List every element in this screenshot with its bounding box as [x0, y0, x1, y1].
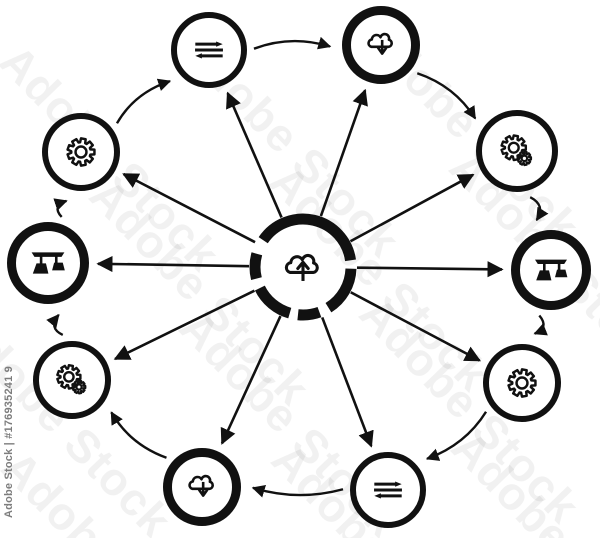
- server-stack-icon: [31, 252, 65, 274]
- center-ring-segment: [297, 306, 322, 321]
- cloud-download-icon: [188, 474, 214, 497]
- outer-nodes: [7, 6, 591, 528]
- node-ring: [483, 344, 561, 422]
- spoke-arrow-to-node-5: [350, 291, 482, 362]
- server-stack-icon: [535, 259, 568, 281]
- node-ring: [511, 230, 591, 310]
- node-ring: [33, 341, 111, 419]
- spoke-arrow-to-node-4: [356, 261, 504, 278]
- spoke-arrow-to-node-3: [349, 173, 475, 243]
- node-server-resources-4[interactable]: [511, 230, 591, 310]
- center-ring-segment: [325, 268, 357, 313]
- node-server-resources-9[interactable]: [7, 222, 89, 304]
- spoke-connectors: [96, 88, 504, 448]
- exchange-arrows-icon: [374, 481, 402, 499]
- node-ring: [342, 6, 420, 84]
- node-configuration-3[interactable]: [476, 110, 558, 192]
- perimeter-arrow-5: [425, 411, 488, 461]
- node-ring: [7, 222, 89, 304]
- node-ring: [350, 452, 426, 528]
- node-background: [515, 234, 587, 306]
- spoke-arrow-to-node-8: [113, 289, 256, 361]
- spoke-arrow-to-node-6: [321, 316, 374, 448]
- node-cloud-download-7[interactable]: [163, 448, 241, 526]
- single-gear-icon: [507, 368, 537, 398]
- node-background: [486, 347, 558, 419]
- node-ring: [163, 448, 241, 526]
- perimeter-arrow-2: [416, 72, 477, 120]
- center-ring-segment: [254, 285, 292, 319]
- spoke-arrow-to-node-2: [319, 88, 368, 217]
- node-configuration-8[interactable]: [33, 341, 111, 419]
- node-settings-10[interactable]: [42, 113, 120, 191]
- center-node-cloud-upload-hub[interactable]: [249, 213, 357, 321]
- center-hub: [249, 213, 357, 321]
- spoke-arrow-to-node-1: [226, 91, 283, 218]
- spoke-arrow-to-node-9: [96, 255, 250, 273]
- perimeter-arrow-10: [115, 78, 172, 124]
- spoke-arrow-to-node-7: [220, 315, 282, 445]
- node-background: [45, 116, 117, 188]
- perimeter-arrow-9: [53, 198, 68, 218]
- node-ring: [42, 113, 120, 191]
- perimeter-arrow-8: [46, 313, 64, 337]
- center-ring-segment: [249, 252, 263, 280]
- node-cloud-download-2[interactable]: [342, 6, 420, 84]
- exchange-arrows-icon: [195, 41, 223, 59]
- node-data-exchange-6[interactable]: [350, 452, 426, 528]
- double-gears-icon: [500, 134, 533, 167]
- node-background: [11, 226, 85, 300]
- node-data-exchange-1[interactable]: [171, 12, 247, 88]
- single-gear-icon: [66, 137, 96, 167]
- perimeter-arrow-1: [253, 36, 332, 50]
- node-ring: [476, 110, 558, 192]
- perimeter-arrow-4: [533, 314, 548, 336]
- perimeter-connectors: [46, 36, 549, 498]
- center-ring-segment: [258, 213, 356, 262]
- stock-watermark-text: Adobe Stock | #176935241 9: [3, 366, 15, 518]
- perimeter-arrow-7: [110, 411, 167, 459]
- node-ring: [171, 12, 247, 88]
- double-gears-icon: [56, 363, 87, 395]
- cloud-download-icon: [367, 32, 393, 55]
- perimeter-arrow-6: [251, 485, 344, 498]
- node-settings-5[interactable]: [483, 344, 561, 422]
- cloud-upload-icon: [284, 253, 319, 281]
- spoke-arrow-to-node-10: [122, 172, 256, 244]
- perimeter-arrow-3: [529, 196, 549, 222]
